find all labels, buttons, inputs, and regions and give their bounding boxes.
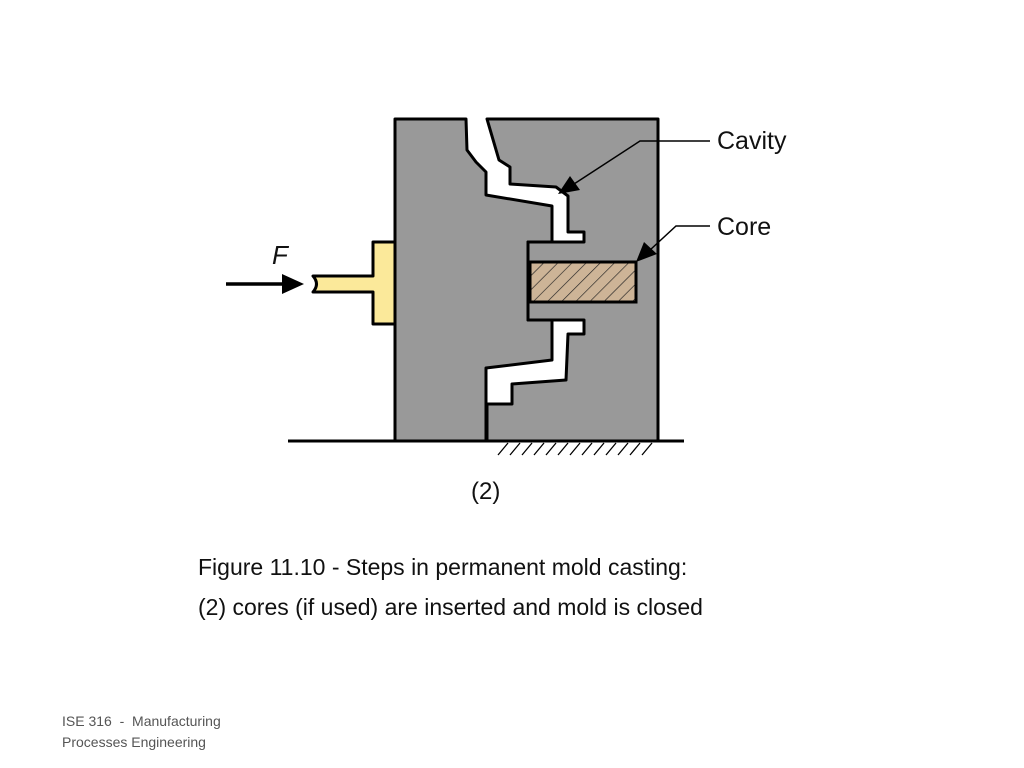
core-label: Core: [717, 213, 771, 241]
force-arrow-head: [282, 274, 304, 294]
step-label: (2): [471, 478, 500, 505]
core-leader-line: [649, 225, 710, 251]
cavity-label: Cavity: [717, 127, 787, 155]
piston: [311, 240, 397, 326]
footer-course-line1: ISE 316 - Manufacturing: [62, 713, 221, 729]
figure-caption-line2: (2) cores (if used) are inserted and mol…: [198, 594, 703, 620]
cavity-leader-arrow: [558, 176, 580, 194]
core-leader-arrow: [636, 242, 657, 262]
footer-course-line2: Processes Engineering: [62, 734, 206, 750]
force-label: F: [272, 240, 290, 270]
figure-caption-line1: Figure 11.10 - Steps in permanent mold c…: [198, 554, 688, 580]
core-insert: [528, 260, 638, 304]
mold-diagram: F Cavity Core (2): [226, 117, 787, 505]
cavity-leader-line: [573, 140, 710, 185]
ground-hatch: [497, 442, 653, 456]
